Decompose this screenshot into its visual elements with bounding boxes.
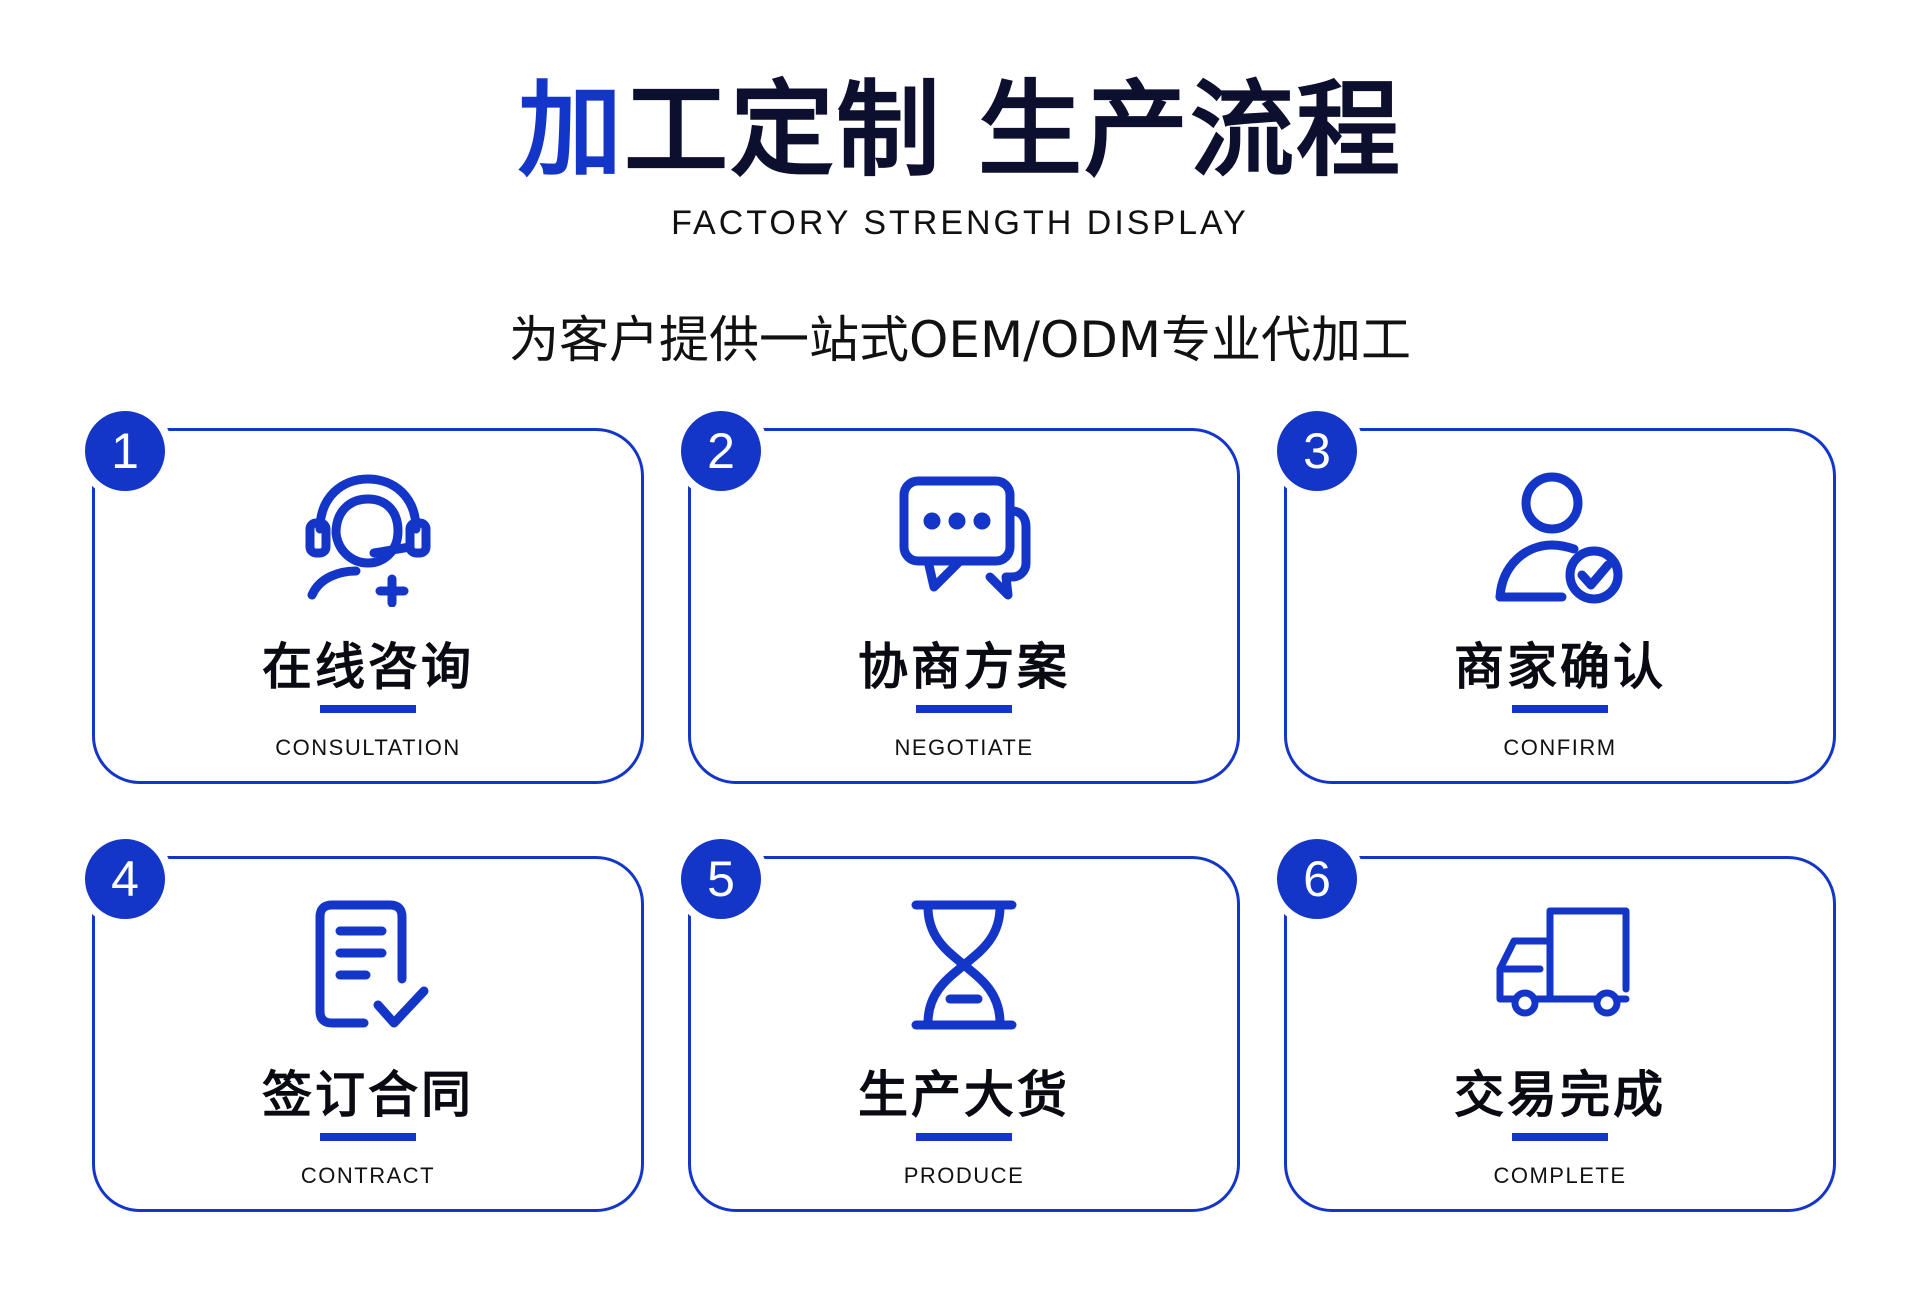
tagline: 为客户提供一站式OEM/ODM专业代加工 <box>509 311 1411 369</box>
page-title: 加工定制生产流程 <box>0 70 1920 190</box>
step-title: 交易完成 <box>1454 1066 1666 1124</box>
step-subtitle: CONSULTATION <box>275 735 461 760</box>
step-card-confirm: 3 商家确认 CONFIRM <box>1277 411 1836 784</box>
chat-bubbles-icon <box>894 467 1034 607</box>
divider <box>320 1133 416 1141</box>
step-number-badge: 3 <box>1277 411 1357 491</box>
step-card-produce: 5 生产大货 PRODUCE <box>681 839 1240 1212</box>
step-subtitle: CONTRACT <box>300 1163 436 1188</box>
user-check-icon <box>1490 467 1630 607</box>
step-card-negotiate: 2 协商方案 NEGOTIATE <box>681 411 1240 784</box>
step-subtitle: CONFIRM <box>1503 735 1617 760</box>
page-subtitle: FACTORY STRENGTH DISPLAY <box>671 204 1249 242</box>
step-card-contract: 4 签订合同 CONTRACT <box>85 839 644 1212</box>
step-subtitle: COMPLETE <box>1493 1163 1627 1188</box>
step-subtitle: NEGOTIATE <box>894 735 1034 760</box>
title-accent: 加 <box>517 69 624 191</box>
document-check-icon <box>298 895 438 1035</box>
divider <box>916 1133 1012 1141</box>
step-number-badge: 4 <box>85 839 165 919</box>
step-number-badge: 2 <box>681 411 761 491</box>
title-second: 生产流程 <box>978 69 1403 191</box>
divider <box>1512 705 1608 713</box>
step-number-badge: 5 <box>681 839 761 919</box>
customer-service-headset-icon <box>298 467 438 607</box>
step-subtitle: PRODUCE <box>903 1163 1025 1188</box>
step-card-complete: 6 交易完成 COMPLETE <box>1277 839 1836 1212</box>
step-title: 商家确认 <box>1454 638 1666 696</box>
step-title: 签订合同 <box>262 1066 474 1124</box>
divider <box>916 705 1012 713</box>
step-title: 在线咨询 <box>262 638 474 696</box>
step-card-consultation: 1 在线咨询 CONSULTATION <box>85 411 644 784</box>
page-header: 加工定制生产流程 FACTORY STRENGTH DISPLAY <box>0 70 1920 243</box>
divider <box>320 705 416 713</box>
delivery-truck-icon <box>1490 895 1630 1035</box>
step-number-badge: 1 <box>85 411 165 491</box>
step-title: 生产大货 <box>858 1066 1070 1124</box>
title-rest: 工定制 <box>623 69 942 191</box>
step-number-badge: 6 <box>1277 839 1357 919</box>
hourglass-icon <box>894 895 1034 1035</box>
step-title: 协商方案 <box>858 638 1070 696</box>
divider <box>1512 1133 1608 1141</box>
